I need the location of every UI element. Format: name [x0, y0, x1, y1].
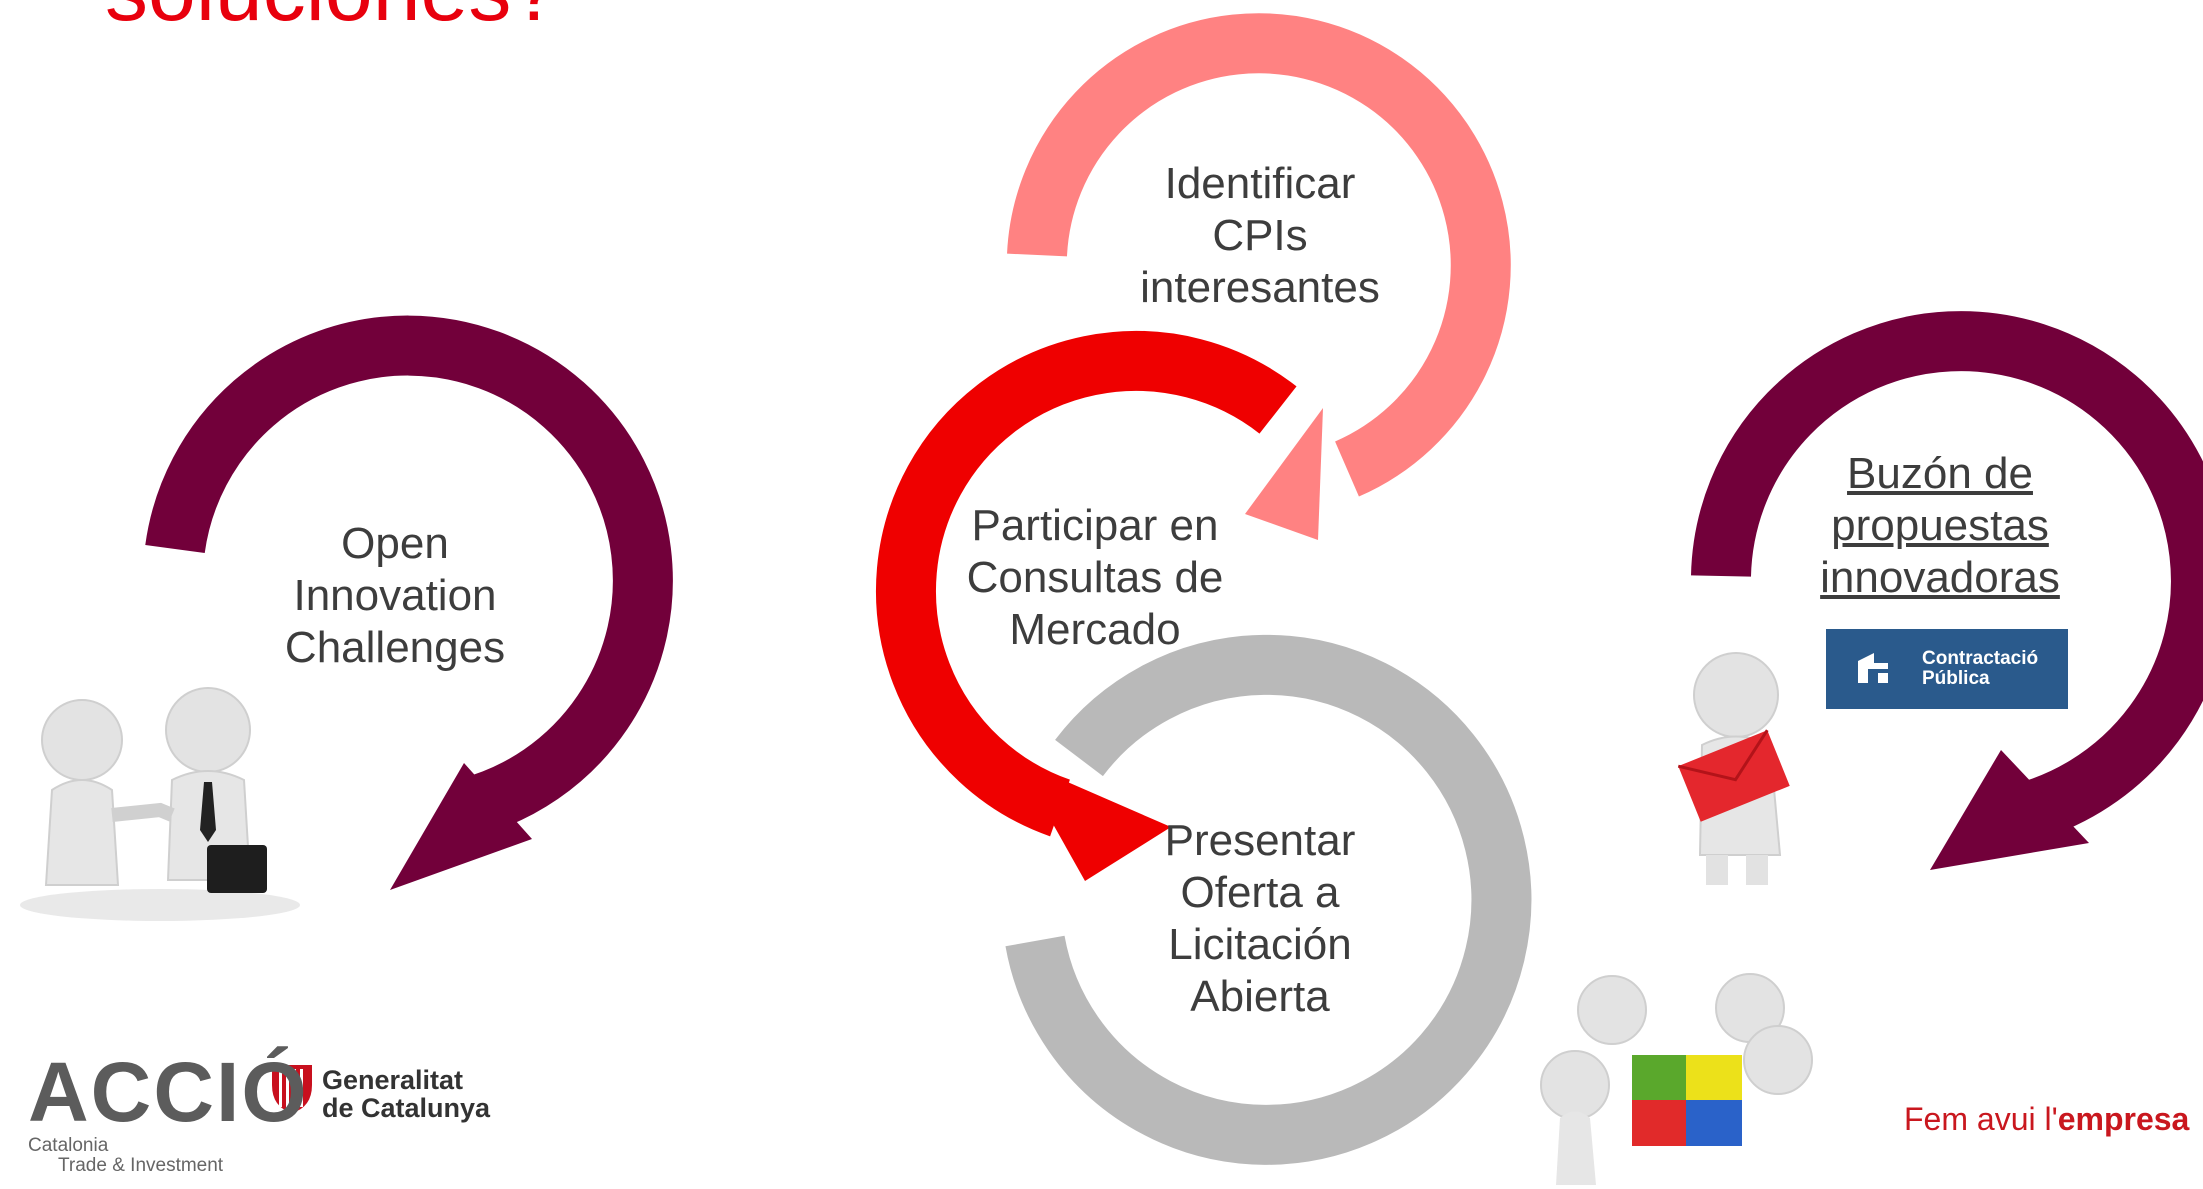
contractacio-line1: Contractació — [1922, 648, 2039, 669]
open-innovation-label: Open Innovation Challenges — [284, 519, 506, 672]
footer-tagline-prefix: Fem avui l' — [1904, 1101, 2058, 1137]
contractacio-icon — [1858, 653, 1888, 683]
envelope-figure-image — [1677, 652, 1790, 885]
generalitat-emblem — [272, 1065, 312, 1113]
puzzle-figures-image — [1540, 973, 1813, 1185]
handshake-figures-image — [20, 687, 300, 921]
generalitat-logo-text: Generalitat de Catalunya — [322, 1065, 491, 1123]
open-innovation-arrow — [145, 315, 673, 890]
page-title: soluciones? — [105, 0, 559, 34]
accio-logo-subtitle: Catalonia Trade & Investment — [28, 1135, 224, 1176]
contractacio-line2: Pública — [1922, 668, 1990, 689]
buzon-link[interactable]: Buzón de propuestas innovadoras — [1820, 449, 2060, 602]
footer-tagline: Fem avui l'empresa — [1904, 1101, 2189, 1138]
buzon-arrow — [1691, 311, 2203, 870]
presentar-ring — [1005, 634, 1532, 1165]
accio-logo: ACCIÓ — [28, 1045, 309, 1139]
contractacio-publica-logo[interactable]: Contractació Pública — [1826, 629, 2068, 709]
participar-label: Participar en Consultas de Mercado — [966, 501, 1224, 654]
identificar-label: Identificar CPIs interesantes — [1140, 159, 1380, 312]
presentar-label: Presentar Oferta a Licitación Abierta — [1164, 816, 1356, 1021]
footer-tagline-bold: empresa — [2057, 1101, 2190, 1137]
participar-arrow — [875, 330, 1297, 881]
identificar-arrow — [1007, 13, 1511, 540]
